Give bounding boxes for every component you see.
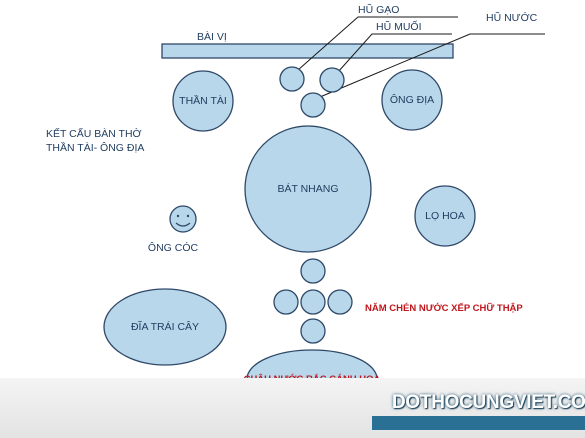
god-of-wealth-label: THẦN TÀI — [179, 94, 227, 107]
ong-coc-label: ÔNG CÓC — [148, 241, 199, 254]
water-cup-bottom — [300, 318, 326, 344]
salt-jar — [319, 67, 345, 93]
water-cup-center — [300, 289, 326, 315]
brand-accent-bar — [372, 416, 585, 430]
water-jar — [300, 92, 326, 118]
incense-bowl-label: BÁT NHANG — [277, 182, 338, 195]
rice-jar-leader — [297, 16, 458, 71]
earth-god-circle — [381, 69, 443, 131]
water-cup-right — [327, 289, 353, 315]
five-water-cups — [273, 258, 353, 344]
water-jar-leader — [319, 33, 545, 98]
water-cup-left — [273, 289, 299, 315]
fruit-plate-label: ĐĨA TRÁI CÂY — [131, 320, 199, 333]
god-of-wealth-circle — [172, 70, 234, 132]
flower-vase-circle — [414, 185, 476, 247]
structure-title-line1: KẾT CẤU BÀN THỜ — [46, 127, 142, 140]
incense-bowl-circle — [244, 125, 372, 253]
earth-god-label: ÔNG ĐỊA — [390, 93, 434, 106]
five-water-cups-label: NĂM CHÉN NƯỚC XẾP CHỮ THẬP — [365, 302, 523, 314]
salt-jar-label: HŨ MUỐI — [376, 19, 422, 33]
structure-title-line2: THẦN TÀI- ÔNG ĐỊA — [46, 141, 144, 154]
altar-tablet-bar — [161, 43, 454, 59]
rice-jar-label: HŨ GẠO — [358, 3, 399, 16]
fruit-plate-ellipse — [103, 288, 227, 366]
brand-watermark: DOTHOCUNGVIET.COM — [392, 392, 585, 413]
water-cup-top — [300, 258, 326, 284]
rice-jar — [279, 66, 305, 92]
ong-coc-smiley-icon — [169, 205, 197, 233]
salt-jar-leader — [337, 33, 452, 73]
altar-tablet-label: BÀI VỊ — [197, 30, 227, 43]
water-jar-label: HŨ NƯỚC — [486, 11, 538, 24]
flower-vase-label: LỌ HOA — [425, 210, 465, 222]
